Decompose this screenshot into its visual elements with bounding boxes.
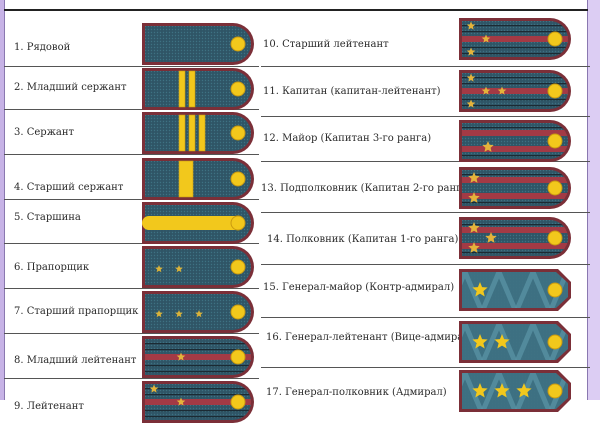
shoulder-strap-icon (458, 216, 572, 260)
table-row: 17. Генерал-полковник (Адмирал) (261, 367, 590, 417)
shoulder-strap-icon (458, 69, 572, 113)
table-row: 9. Лейтенант (4, 378, 259, 423)
rank-label: 3. Сержант (14, 127, 75, 138)
table-row: 5. Старшина (4, 199, 259, 244)
page-border-left (0, 0, 5, 400)
rank-label: 15. Генерал-майор (Контр-адмирал) (263, 282, 455, 293)
shoulder-strap-icon (458, 268, 572, 312)
rank-label: 9. Лейтенант (14, 401, 84, 412)
rank-label: 2. Младший сержант (14, 82, 127, 93)
shoulder-strap-icon (458, 17, 572, 61)
table-row: 8. Младший лейтенант (4, 333, 259, 379)
shoulder-strap-icon (141, 245, 255, 289)
table-row: 2. Младший сержант (4, 66, 259, 110)
shoulder-strap-icon (458, 166, 572, 210)
table-row: 3. Сержант (4, 109, 259, 155)
table-row: 1. Рядовой (4, 11, 259, 67)
shoulder-strap-icon (141, 201, 255, 245)
rank-label: 16. Генерал-лейтенант (Вице-адмирал) (266, 332, 474, 343)
rank-label: 17. Генерал-полковник (Адмирал) (266, 387, 447, 398)
rank-label: 5. Старшина (14, 212, 81, 223)
table-top-rule (4, 9, 588, 11)
rank-label: 14. Полковник (Капитан 1-го ранга) (267, 234, 459, 245)
page-border-right (587, 0, 600, 400)
rank-label: 4. Старший сержант (14, 182, 124, 193)
rank-label: 10. Старший лейтенант (263, 39, 389, 50)
table-row: 11. Капитан (капитан-лейтенант) (261, 66, 590, 117)
shoulder-strap-icon (141, 157, 255, 201)
table-row: 16. Генерал-лейтенант (Вице-адмирал) (261, 317, 590, 368)
table-row: 6. Прапорщик (4, 243, 259, 289)
rank-label: 7. Старший прапорщик (14, 306, 139, 317)
table-row: 10. Старший лейтенант (261, 11, 590, 67)
shoulder-strap-icon (458, 369, 572, 413)
rank-label: 6. Прапорщик (14, 262, 90, 273)
table-row: 15. Генерал-майор (Контр-адмирал) (261, 264, 590, 318)
shoulder-strap-icon (458, 119, 572, 163)
shoulder-strap-icon (141, 22, 255, 66)
table-row: 4. Старший сержант (4, 154, 259, 200)
table-row: 13. Подполковник (Капитан 2-го ранга) (261, 161, 590, 213)
rank-label: 8. Младший лейтенант (14, 355, 137, 366)
shoulder-strap-icon (141, 290, 255, 334)
shoulder-strap-icon (141, 380, 255, 424)
rank-label: 12. Майор (Капитан 3-го ранга) (263, 133, 432, 144)
shoulder-strap-icon (141, 67, 255, 111)
shoulder-strap-icon (458, 320, 572, 364)
rank-label: 11. Капитан (капитан-лейтенант) (263, 86, 441, 97)
table-row: 12. Майор (Капитан 3-го ранга) (261, 116, 590, 162)
rank-label: 1. Рядовой (14, 42, 71, 53)
table-row: 7. Старший прапорщик (4, 288, 259, 334)
shoulder-strap-icon (141, 111, 255, 155)
shoulder-strap-icon (141, 335, 255, 379)
table-row: 14. Полковник (Капитан 1-го ранга) (261, 212, 590, 265)
rank-label: 13. Подполковник (Капитан 2-го ранга) (261, 183, 472, 194)
